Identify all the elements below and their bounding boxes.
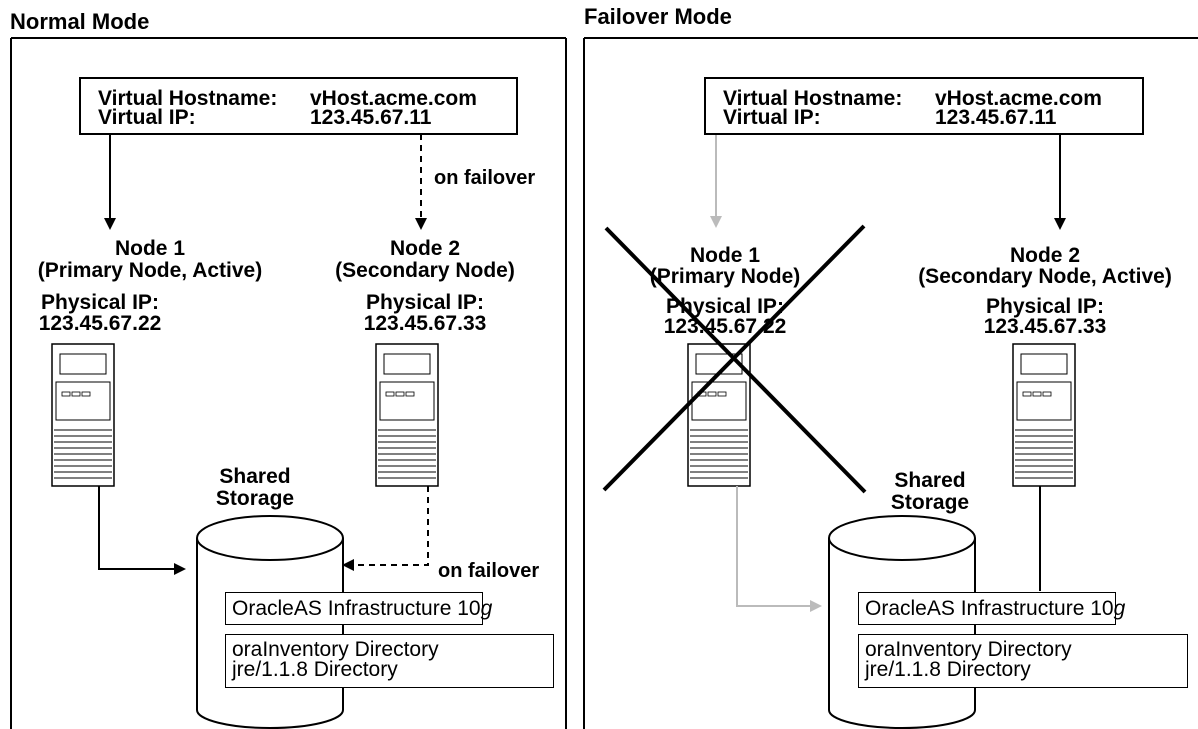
- normal-vip-value: 123.45.67.11: [310, 106, 432, 129]
- failover-node1-ip: 123.45.67.22: [663, 315, 787, 338]
- failover-vip-label: Virtual IP:: [723, 106, 821, 129]
- failover-vhostname-value: vHost.acme.com: [935, 87, 1102, 110]
- failover-storage-label-1: Shared: [894, 469, 966, 492]
- normal-vip-label: Virtual IP:: [98, 106, 196, 129]
- failover-storage-label-2: Storage: [890, 491, 970, 514]
- normal-node1-name: Node 1: [114, 237, 185, 260]
- failover-infrastructure-suffix: g: [1113, 597, 1126, 620]
- failover-directory-box: oraInventory Directory jre/1.1.8 Directo…: [858, 634, 1188, 688]
- normal-node2-ip-label: Physical IP:: [366, 291, 484, 314]
- normal-storage-label-2: Storage: [215, 487, 295, 510]
- normal-directory-box: oraInventory Directory jre/1.1.8 Directo…: [225, 634, 554, 688]
- failover-mode-title: Failover Mode: [584, 4, 732, 29]
- normal-node2-name: Node 2: [389, 237, 460, 260]
- normal-node1-ip: 123.45.67.22: [38, 312, 162, 335]
- failover-virtual-host-box: Virtual Hostname: vHost.acme.com Virtual…: [704, 77, 1144, 135]
- normal-node2-role: (Secondary Node): [335, 259, 515, 282]
- failover-node1-name: Node 1: [689, 244, 760, 267]
- failover-vip-value: 123.45.67.11: [935, 106, 1057, 129]
- normal-infrastructure-text: OracleAS Infrastructure 10: [232, 597, 481, 620]
- normal-node1-server-icon: [51, 343, 115, 487]
- failover-node2-server-icon: [1012, 343, 1076, 487]
- normal-dir-line-1: oraInventory Directory: [232, 638, 439, 661]
- normal-on-failover-label-bottom: on failover: [438, 560, 540, 582]
- failover-infrastructure-box: OracleAS Infrastructure 10g: [858, 592, 1125, 625]
- normal-node1-ip-label: Physical IP:: [41, 291, 159, 314]
- normal-panel-frame: [10, 37, 567, 729]
- failover-vhostname-label: Virtual Hostname:: [723, 87, 903, 110]
- normal-node2-server-icon: [375, 343, 439, 487]
- normal-on-failover-label-top: on failover: [434, 167, 536, 189]
- normal-infrastructure-suffix: g: [480, 597, 493, 620]
- normal-infrastructure-label: OracleAS Infrastructure 10g: [232, 598, 492, 620]
- failover-node2-name: Node 2: [1009, 244, 1080, 267]
- normal-node2-ip: 123.45.67.33: [363, 312, 487, 335]
- normal-node2-to-storage-dashed-arrow: [342, 486, 429, 571]
- failover-node2-ip-label: Physical IP:: [986, 295, 1104, 318]
- normal-virtual-host-box: Virtual Hostname: vHost.acme.com Virtual…: [79, 77, 518, 135]
- normal-infrastructure-box: OracleAS Infrastructure 10g: [225, 592, 492, 625]
- normal-dir-line-2: jre/1.1.8 Directory: [232, 658, 398, 681]
- normal-storage-label-1: Shared: [219, 465, 291, 488]
- failover-node2-role: (Secondary Node, Active): [918, 265, 1172, 288]
- failover-node2-ip: 123.45.67.33: [983, 315, 1107, 338]
- failover-node1-to-storage-inactive-arrow: [736, 486, 822, 612]
- failover-node1-server-icon: [687, 343, 751, 487]
- failover-node1-role: (Primary Node): [649, 265, 801, 288]
- normal-mode-title: Normal Mode: [10, 9, 150, 34]
- failover-dir-line-1: oraInventory Directory: [865, 638, 1072, 661]
- normal-vhostname-value: vHost.acme.com: [310, 87, 477, 110]
- normal-node1-to-storage-arrow: [98, 486, 186, 575]
- failover-dir-line-2: jre/1.1.8 Directory: [865, 658, 1031, 681]
- failover-infrastructure-label: OracleAS Infrastructure 10g: [865, 598, 1125, 620]
- normal-node1-role: (Primary Node, Active): [37, 259, 263, 282]
- failover-infrastructure-text: OracleAS Infrastructure 10: [865, 597, 1114, 620]
- failover-panel-frame: [583, 37, 1198, 729]
- normal-vhostname-label: Virtual Hostname:: [98, 87, 278, 110]
